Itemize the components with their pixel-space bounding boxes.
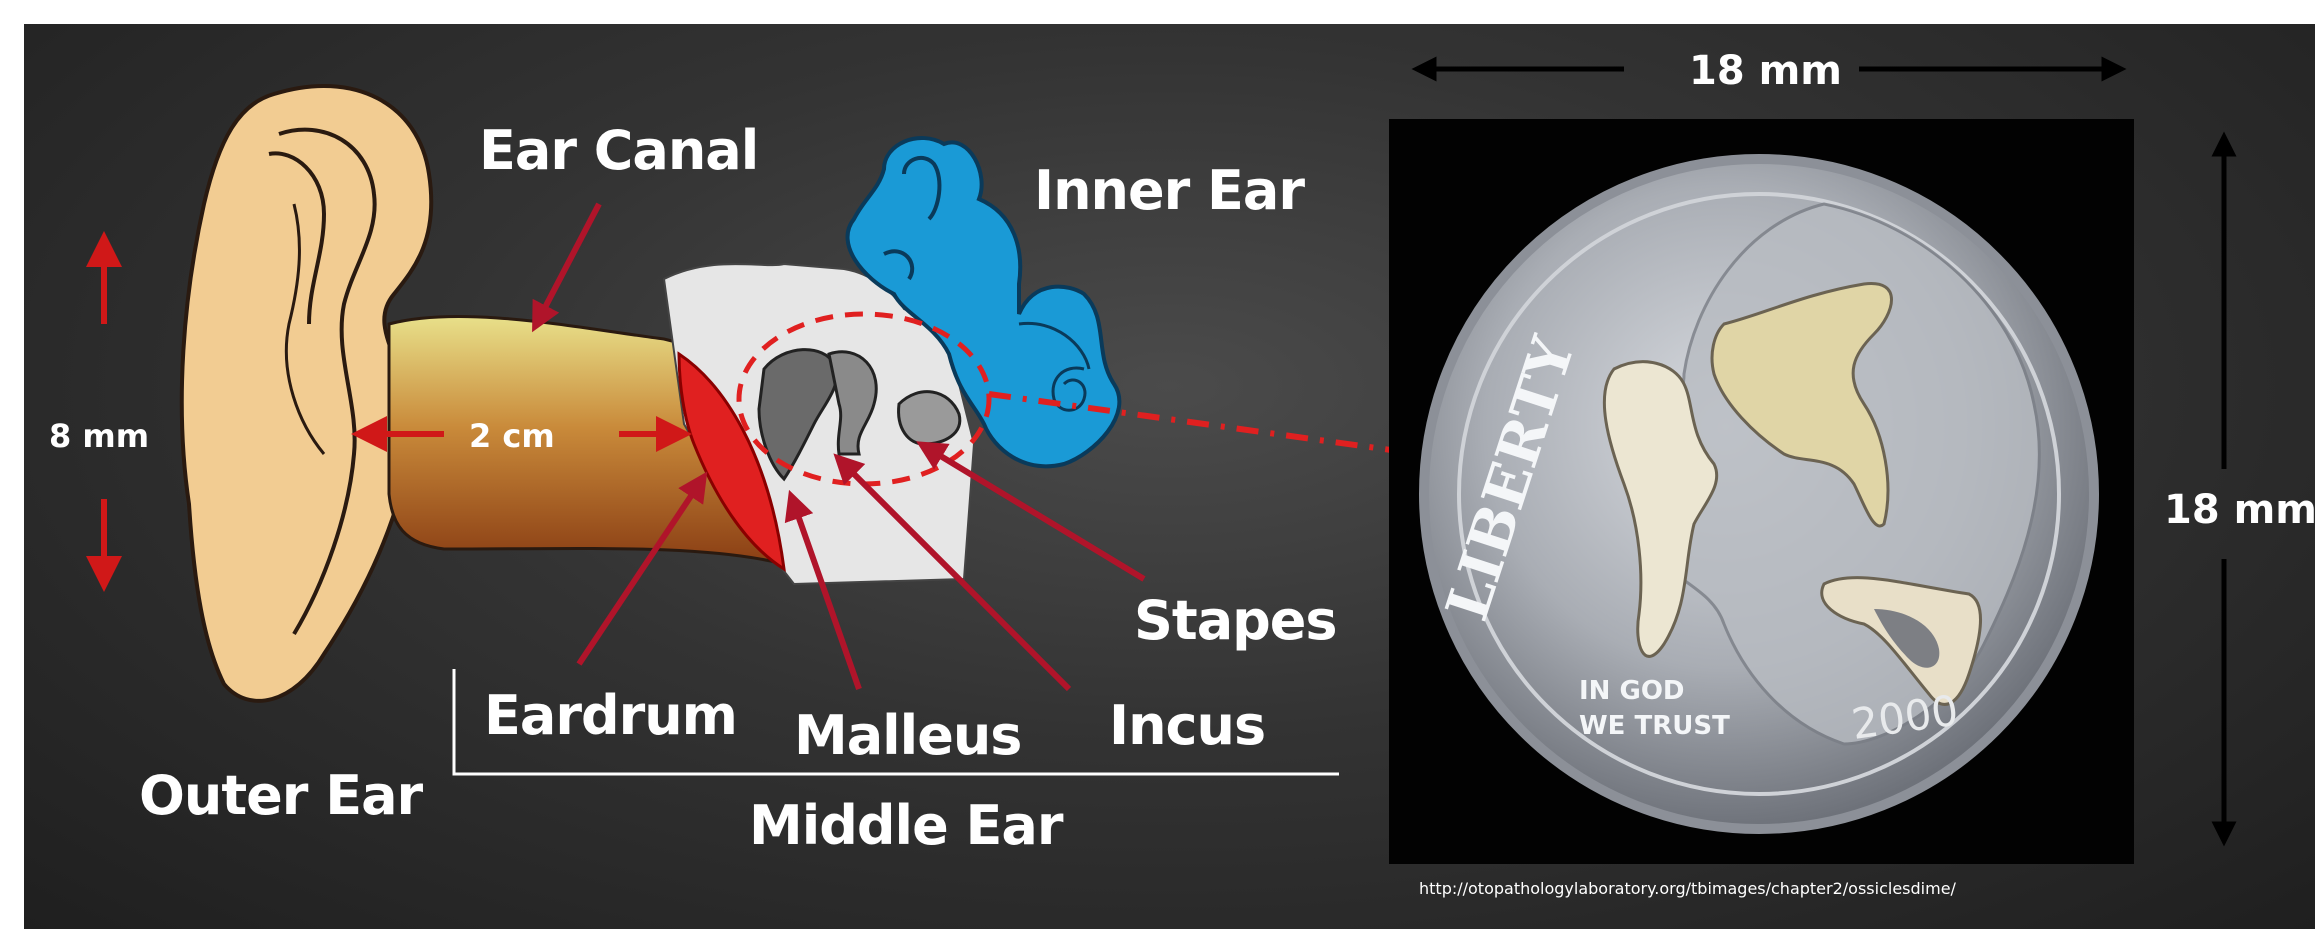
stapes-label: Stapes bbox=[1134, 589, 1337, 652]
middle-ear-label: Middle Ear bbox=[749, 794, 1062, 857]
photo-height-measure: 18 mm bbox=[2164, 487, 2315, 533]
coin-motto-1: IN GOD bbox=[1579, 676, 1685, 706]
ear-height-measure: 8 mm bbox=[49, 417, 149, 455]
incus-label: Incus bbox=[1109, 694, 1265, 757]
canal-length-measure: 2 cm bbox=[469, 417, 555, 455]
malleus-label: Malleus bbox=[794, 704, 1021, 767]
coin-motto-2: WE TRUST bbox=[1579, 711, 1730, 741]
eardrum-label: Eardrum bbox=[484, 684, 737, 747]
stapes-shape bbox=[899, 392, 960, 444]
outer-ear-label: Outer Ear bbox=[139, 764, 422, 827]
slide-background: LIBERTY IN GOD WE TRUST 2000 Ear Canal I… bbox=[24, 24, 2315, 929]
source-url: http://otopathologylaboratory.org/tbimag… bbox=[1419, 879, 1956, 898]
ear-canal-label: Ear Canal bbox=[479, 119, 758, 182]
inner-ear-label: Inner Ear bbox=[1034, 159, 1304, 222]
photo-width-measure: 18 mm bbox=[1689, 48, 1842, 94]
ear-canal-pointer bbox=[539, 204, 599, 319]
